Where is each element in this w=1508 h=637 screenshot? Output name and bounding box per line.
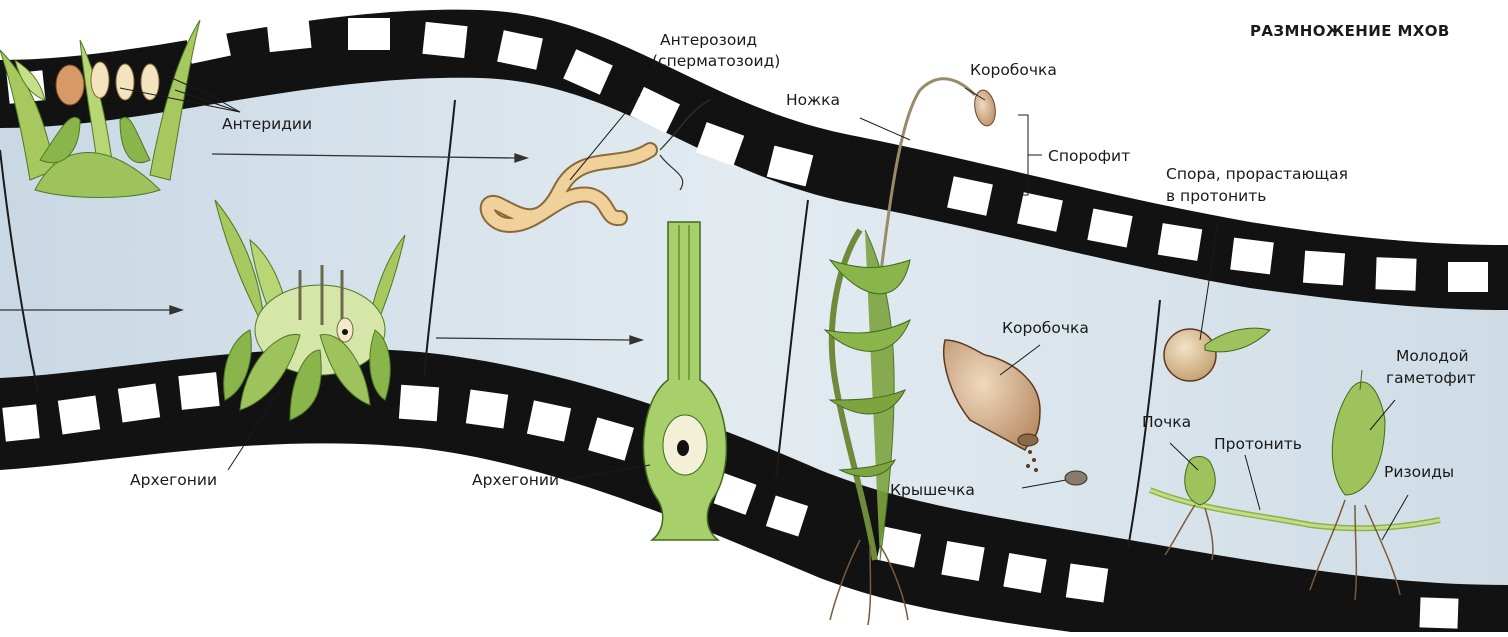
label-spore-line1: Спора, прорастающая [1166,164,1348,184]
label-spore-line2: в протонить [1166,186,1266,206]
label-protonema: Протонить [1214,434,1302,454]
label-young-line1: Молодой [1396,346,1469,366]
label-capsule-top: Коробочка [970,60,1057,80]
label-rhizoids: Ризоиды [1384,462,1454,482]
label-stalk: Ножка [786,90,840,110]
label-archegonia: Архегонии [130,470,217,490]
label-antheridia: Антеридии [222,114,312,134]
label-archegonium: Архегоний [472,470,559,490]
label-antherozoid-line1: Антерозоид [660,30,757,50]
film-strip [0,10,1508,632]
label-sporophyte: Спорофит [1048,146,1130,166]
diagram-title: РАЗМНОЖЕНИЕ МХОВ [1250,22,1450,40]
label-antherozoid-line2: (сперматозоид) [652,51,780,71]
label-young-line2: гаметофит [1386,368,1476,388]
label-lid: Крышечка [890,480,975,500]
label-capsule-open: Коробочка [1002,318,1089,338]
label-bud: Почка [1142,412,1191,432]
